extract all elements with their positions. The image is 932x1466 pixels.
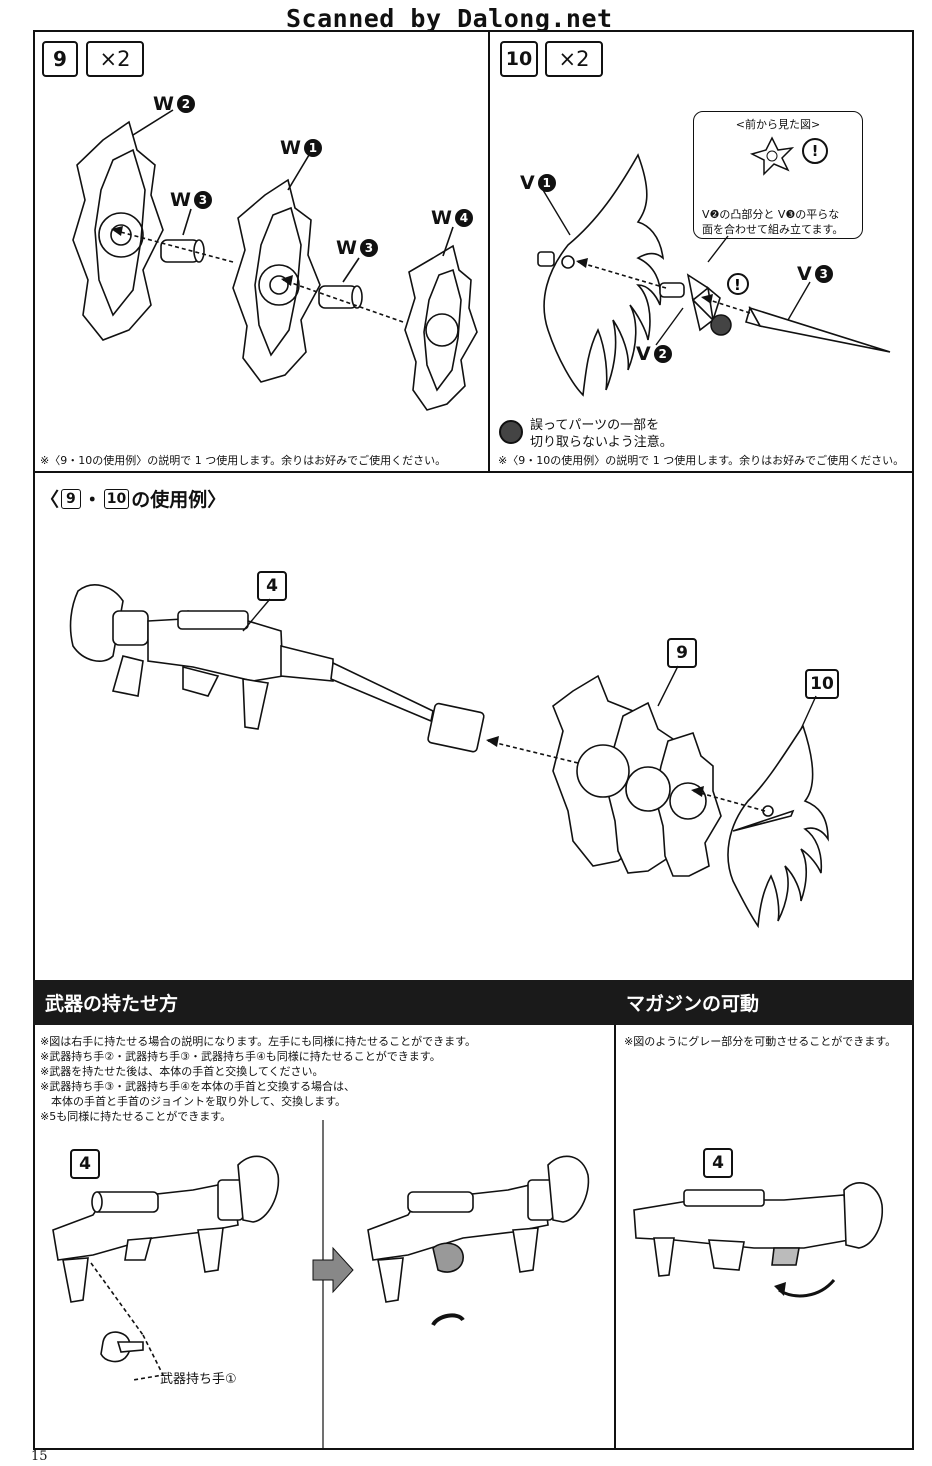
warning-icon xyxy=(727,273,749,295)
gear-stack-9 xyxy=(552,674,722,877)
gear-part-w1 xyxy=(232,178,321,383)
front-view-title: <前から見た図> xyxy=(735,118,821,131)
rotate-arrow-icon xyxy=(778,1278,836,1298)
step-10-number: 10 xyxy=(500,41,538,77)
rotate-arrow-icon xyxy=(431,1313,465,1327)
svg-text:!: ! xyxy=(734,276,741,294)
step-10-note: ※〈9・10の使用例〉の説明で 1 つ使用します。余りはお好みでご使用ください。 xyxy=(498,454,905,467)
weapon-hold-note-5: 本体の手首と手首のジョイントを取り外して、交換します。 xyxy=(40,1095,347,1108)
weapon-hold-note-2: ※武器持ち手②・武器持ち手③・武器持ち手④も同様に持たせることができます。 xyxy=(40,1050,441,1063)
step-9-note: ※〈9・10の使用例〉の説明で 1 つ使用します。余りはお好みでご使用ください。 xyxy=(40,454,447,467)
gun-with-hand xyxy=(367,1155,590,1303)
weapon-hold-header: 武器の持たせ方 xyxy=(33,980,616,1025)
step-9-number: 9 xyxy=(42,41,78,77)
hand-part-label: 武器持ち手① xyxy=(160,1372,237,1387)
caution-text-1: 誤ってパーツの一部を xyxy=(530,418,660,433)
weapon-hold-note-3: ※武器を持たせた後は、本体の手首と交換してください。 xyxy=(40,1065,324,1078)
wing-part-v1 xyxy=(537,153,665,397)
caution-cut-icon xyxy=(710,314,732,336)
usage-example-diagram xyxy=(69,584,829,929)
magazine-note: ※図のようにグレー部分を可動させることができます。 xyxy=(624,1035,897,1048)
example-label-9: 9 xyxy=(667,638,697,668)
front-view-callout: <前から見た図> ! V❷の凸部分と V❸の平らな 面を合わせて組み立てます。 xyxy=(693,111,863,239)
next-step-arrow-icon xyxy=(312,1246,354,1294)
usage-example-title: 〈 9 ・ 10 の使用例〉 xyxy=(40,488,227,511)
caution-cut-icon xyxy=(499,420,523,444)
scan-watermark: Scanned by Dalong.net xyxy=(282,4,617,33)
weapon-hold-note-4: ※武器持ち手③・武器持ち手④を本体の手首と交換する場合は、 xyxy=(40,1080,355,1093)
weapon-hold-diagram xyxy=(52,1120,590,1450)
wing-assembly-10 xyxy=(727,724,829,929)
step-10-diagram: ! xyxy=(537,153,891,397)
example-label-10: 10 xyxy=(805,669,839,699)
magazine-label-4: 4 xyxy=(703,1148,733,1178)
page-number: 15 xyxy=(31,1449,48,1464)
joint-part-v2 xyxy=(659,273,721,332)
front-view-text-2: 面を合わせて組み立てます。 xyxy=(702,223,844,236)
front-view-text-1: V❷の凸部分と V❸の平らな xyxy=(702,208,840,221)
spike-part-v3 xyxy=(745,305,891,353)
step-9-diagram xyxy=(72,109,478,411)
gun-before-hold xyxy=(52,1155,280,1303)
rifle-assembly xyxy=(69,584,485,753)
hand-part-icon xyxy=(100,1331,144,1363)
example-label-4: 4 xyxy=(257,571,287,601)
warning-icon: ! xyxy=(802,138,828,164)
joint-cylinder-left xyxy=(160,239,205,263)
weapon-hold-note-1: ※図は右手に持たせる場合の説明になります。左手にも同様に持たせることができます。 xyxy=(40,1035,477,1048)
caution-text-2: 切り取らないよう注意。 xyxy=(530,435,673,450)
step-9-multiplier: ×2 xyxy=(86,41,144,77)
gear-part-w4 xyxy=(404,244,478,411)
weapon-hold-label-4: 4 xyxy=(70,1149,100,1179)
weapon-hold-note-6: ※5も同様に持たせることができます。 xyxy=(40,1110,232,1123)
magazine-diagram xyxy=(633,1182,884,1298)
magazine-header: マガジンの可動 xyxy=(614,980,914,1025)
front-view-star-icon xyxy=(749,136,795,176)
step-10-multiplier: ×2 xyxy=(545,41,603,77)
